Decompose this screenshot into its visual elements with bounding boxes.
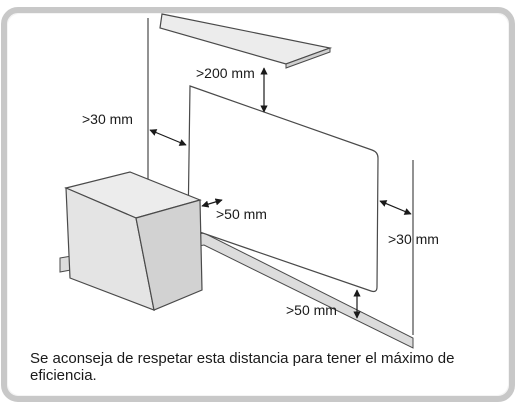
arrow-right xyxy=(379,200,412,215)
label-top-clearance: >200 mm xyxy=(196,65,255,81)
arrow-left xyxy=(149,129,187,146)
radiator-panel xyxy=(187,85,379,293)
label-right-clearance: >30 mm xyxy=(388,231,439,247)
label-left-clearance: >30 mm xyxy=(82,111,133,127)
arrow-unit-side xyxy=(201,198,223,208)
caption-text: Se aconseja de respetar esta distancia p… xyxy=(30,350,455,384)
label-bottom-clearance: >50 mm xyxy=(286,302,337,318)
label-unit-side-clearance: >50 mm xyxy=(216,206,267,222)
ceiling-shelf-edge xyxy=(285,47,331,69)
unit-side xyxy=(135,199,203,311)
